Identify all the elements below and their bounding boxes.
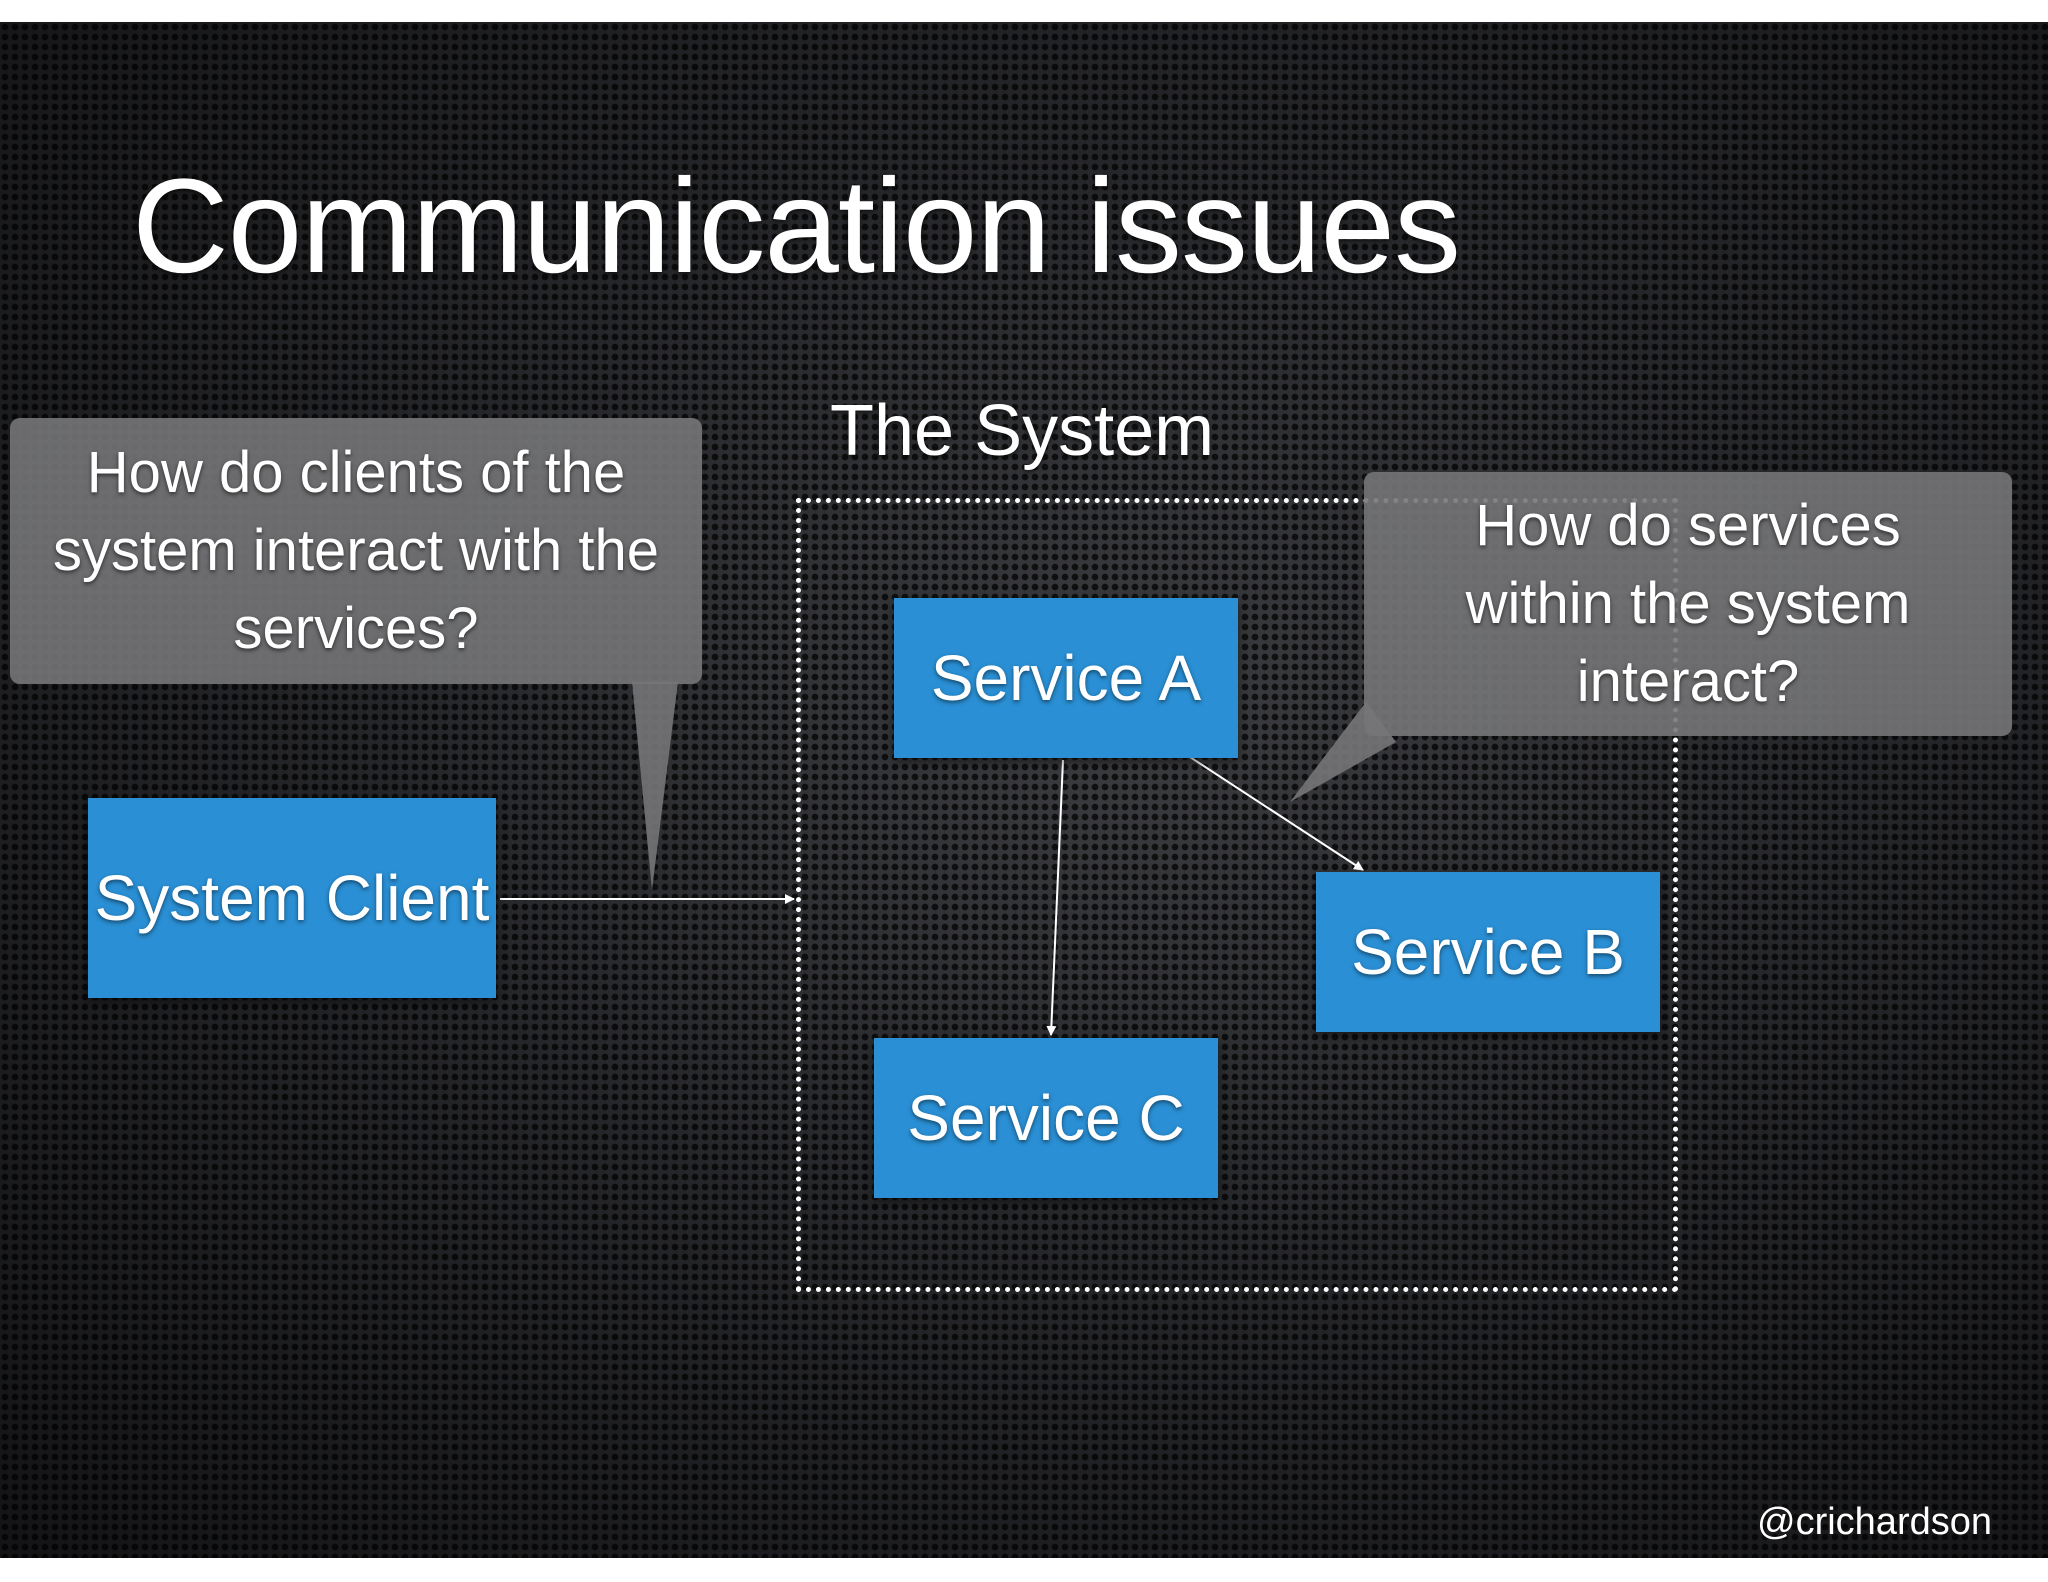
callout-tail-clients: [632, 682, 678, 890]
callout-line: within the system: [1465, 571, 1911, 636]
callout-line: system interact with the: [53, 518, 659, 583]
callout-services-question: How do services within the system intera…: [1364, 472, 2012, 736]
slide: Communication issues How do clients of t…: [0, 22, 2048, 1558]
callout-line: interact?: [1576, 649, 1800, 714]
system-label: The System: [830, 391, 1215, 471]
author-handle: @crichardson: [1757, 1501, 1992, 1543]
slide-title: Communication issues: [132, 152, 1461, 301]
callout-line: How do clients of the: [86, 440, 626, 505]
callout-clients-question: How do clients of the system interact wi…: [10, 418, 702, 684]
system-boundary: [796, 498, 1678, 1292]
callout-line: services?: [233, 596, 479, 661]
service-b-node: Service B: [1316, 872, 1660, 1032]
system-client-node: System Client: [88, 798, 496, 998]
service-c-node: Service C: [874, 1038, 1218, 1198]
service-a-node: Service A: [894, 598, 1238, 758]
callout-line: How do services: [1475, 493, 1901, 558]
